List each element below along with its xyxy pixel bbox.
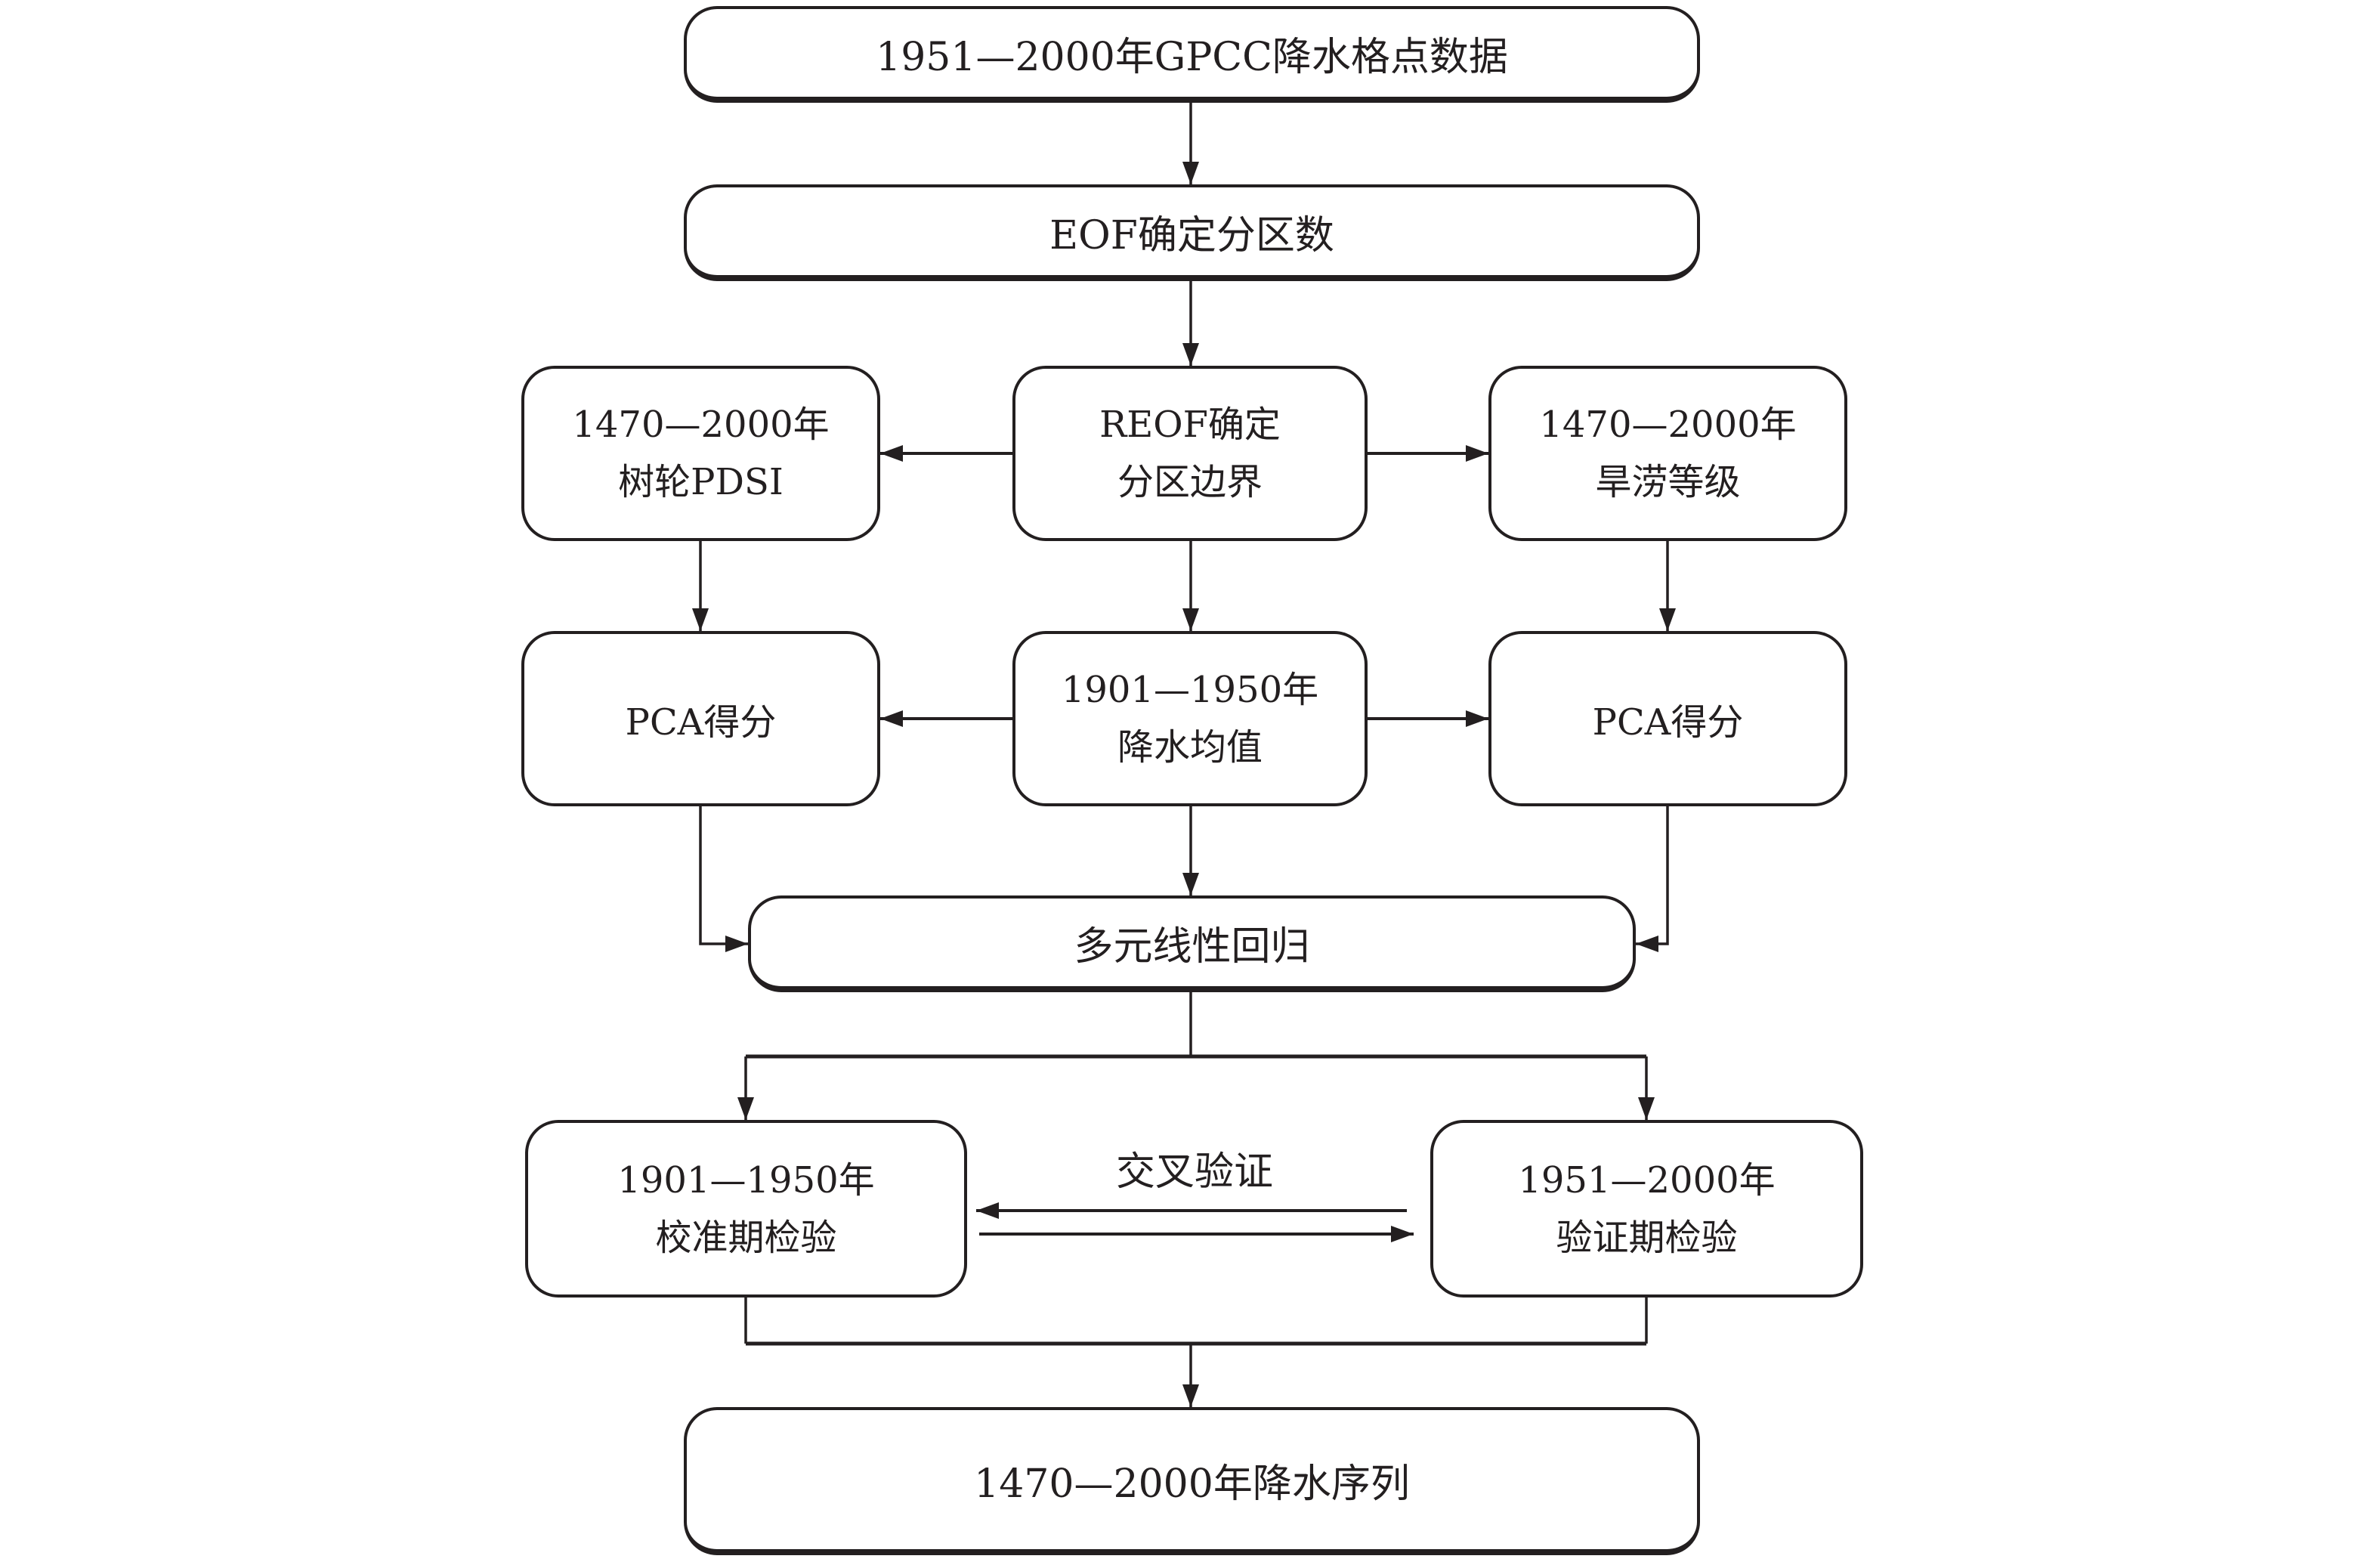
cross-validation-label: 交叉验证: [1115, 1149, 1273, 1195]
node-reof-region-boundary: REOF确定 分区边界: [1012, 366, 1368, 541]
node-reof-region-boundary-line1: REOF确定: [1099, 404, 1281, 446]
node-verification-period-test-line2: 验证期检验: [1556, 1216, 1738, 1259]
node-multiple-linear-regression-label: 多元线性回归: [1074, 923, 1310, 970]
node-treering-pdsi: 1470—2000年 树轮PDSI: [521, 366, 880, 541]
node-drought-flood-grade-line1: 1470—2000年: [1539, 404, 1797, 446]
node-calibration-period-test-line2: 校准期检验: [655, 1216, 837, 1259]
node-calibration-period-test-line1: 1901—1950年: [617, 1158, 875, 1202]
node-treering-pdsi-line2: 树轮PDSI: [618, 461, 784, 503]
node-precip-mean-line1: 1901—1950年: [1061, 669, 1319, 711]
node-precip-mean: 1901—1950年 降水均值: [1012, 631, 1368, 806]
node-pca-score-right: PCA得分: [1488, 631, 1847, 806]
arrow-pca-left-to-regression: [699, 806, 748, 952]
node-eof-region-count: EOF确定分区数: [684, 184, 1700, 281]
node-verification-period-test-line1: 1951—2000年: [1518, 1158, 1776, 1202]
node-pca-score-right-label: PCA得分: [1592, 701, 1744, 744]
node-treering-pdsi-line1: 1470—2000年: [572, 404, 830, 446]
node-pca-score-left: PCA得分: [521, 631, 880, 806]
node-gpcc-grid-data-label: 1951—2000年GPCC降水格点数据: [876, 34, 1508, 80]
node-precip-mean-line2: 降水均值: [1117, 726, 1263, 769]
node-gpcc-grid-data: 1951—2000年GPCC降水格点数据: [684, 6, 1700, 103]
node-pca-score-left-label: PCA得分: [625, 701, 777, 744]
node-multiple-linear-regression: 多元线性回归: [748, 895, 1636, 992]
node-drought-flood-grade-line2: 旱涝等级: [1595, 461, 1741, 503]
node-drought-flood-grade: 1470—2000年 旱涝等级: [1488, 366, 1847, 541]
arrow-pca-right-to-regression: [1636, 806, 1669, 952]
node-eof-region-count-label: EOF确定分区数: [1049, 212, 1334, 258]
node-precip-series: 1470—2000年降水序列: [684, 1407, 1700, 1555]
node-reof-region-boundary-line2: 分区边界: [1117, 461, 1263, 503]
node-precip-series-label: 1470—2000年降水序列: [974, 1461, 1410, 1507]
node-calibration-period-test: 1901—1950年 校准期检验: [525, 1120, 967, 1298]
node-verification-period-test: 1951—2000年 验证期检验: [1430, 1120, 1863, 1298]
